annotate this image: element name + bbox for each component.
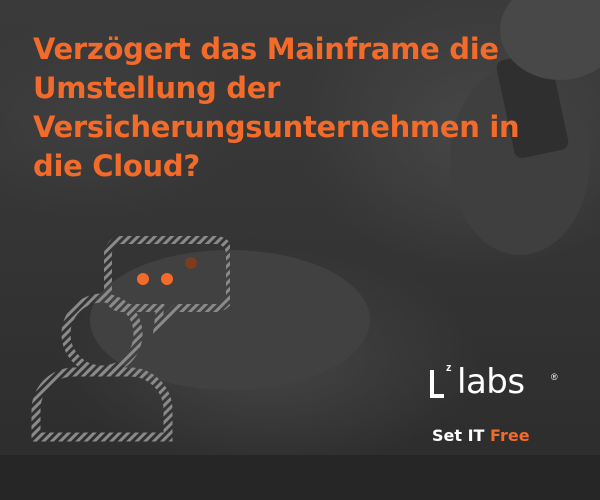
- tagline-set-it: Set IT: [432, 426, 485, 445]
- tagline: Set IT Free: [432, 426, 530, 445]
- lzlabs-logo: z labs ®: [430, 362, 560, 406]
- person-icon: [31, 293, 173, 442]
- logo-l-mark: [430, 370, 444, 398]
- headline: Verzögert das Mainframe die Umstellung d…: [33, 32, 520, 183]
- logo-wordmark: labs: [457, 362, 525, 402]
- tagline-free: Free: [490, 426, 530, 445]
- logo-registered-mark: ®: [551, 372, 558, 382]
- typing-dots-icon: [137, 257, 197, 285]
- speech-bubble-icon: [104, 236, 230, 337]
- logo-superscript: z: [446, 362, 452, 374]
- chat-illustration: [31, 236, 230, 442]
